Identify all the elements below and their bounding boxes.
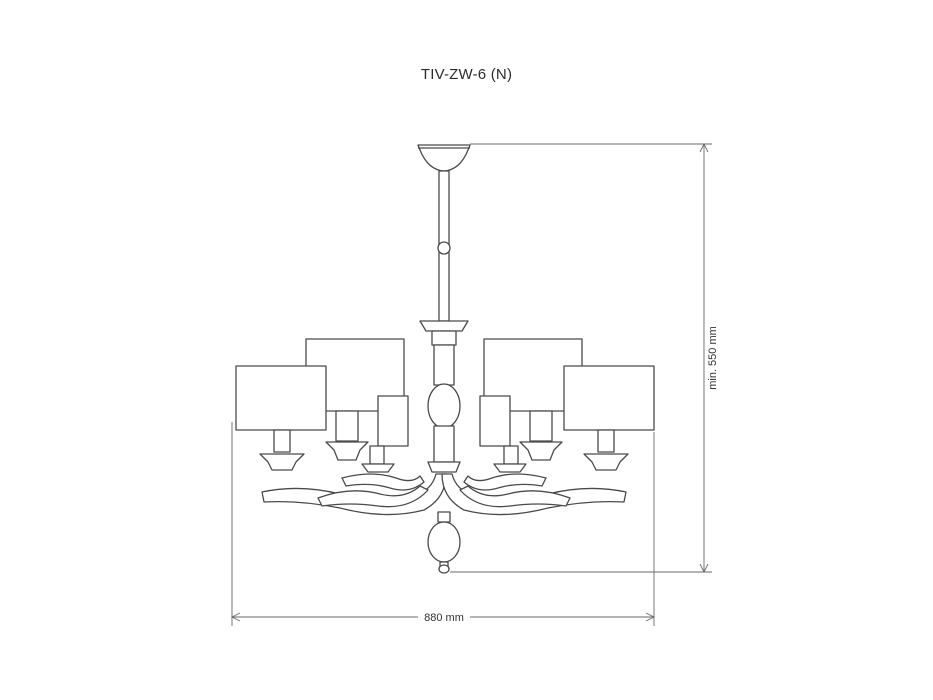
- lamp-shade-front-right: [563, 365, 655, 431]
- product-title: TIV-ZW-6 (N): [420, 66, 513, 83]
- width-label-background: [418, 609, 470, 625]
- bottom-finial: [427, 511, 461, 574]
- candle-sleeves: [273, 410, 615, 465]
- height-dimension-line: [450, 142, 712, 574]
- lamp-shade-inner-right: [479, 395, 511, 447]
- suspension-rod: [437, 170, 451, 322]
- central-column: [419, 320, 469, 473]
- bobeches: [259, 441, 629, 473]
- lamp-shade-front-left: [235, 365, 327, 431]
- lamp-shade-inner-left: [377, 395, 409, 447]
- width-dimension-label: 880 mm: [424, 612, 464, 624]
- height-dimension-label: min. 550 mm: [707, 326, 719, 390]
- chandelier-arms: [261, 473, 627, 516]
- ceiling-canopy: [417, 144, 471, 172]
